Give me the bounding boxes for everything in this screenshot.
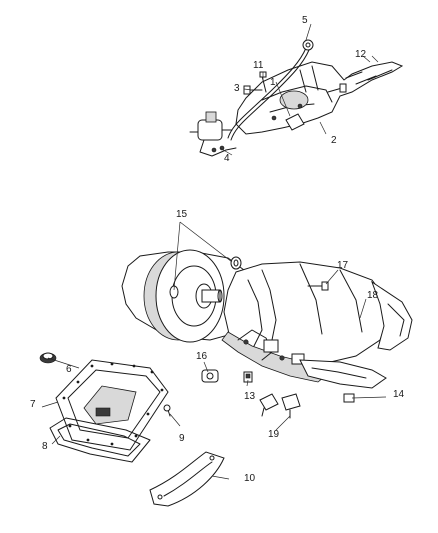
callout-18: 18 [367,290,379,301]
callout-10: 10 [244,473,256,484]
callout-3: 3 [234,83,240,94]
callout-5: 5 [302,15,308,26]
callout-7: 7 [30,399,36,410]
callout-13: 13 [244,391,256,402]
leader-lines [41,23,387,480]
callout-8: 8 [42,441,48,452]
callout-6: 6 [66,364,72,375]
callout-1: 1 [270,77,276,88]
callout-16: 16 [196,351,208,362]
callout-19: 19 [268,429,280,440]
callout-4: 4 [224,153,230,164]
callout-15: 15 [176,209,188,220]
callout-14: 14 [393,389,405,400]
callout-12: 12 [355,49,367,60]
callout-17: 17 [337,260,349,271]
lower-assembly [121,249,413,389]
callout-11: 11 [253,60,264,71]
callout-9: 9 [179,433,185,444]
cover-plate [149,451,225,507]
upper-assembly [189,39,404,157]
oil-pan [49,359,169,463]
small-parts [39,352,355,419]
callout-2: 2 [331,135,337,146]
